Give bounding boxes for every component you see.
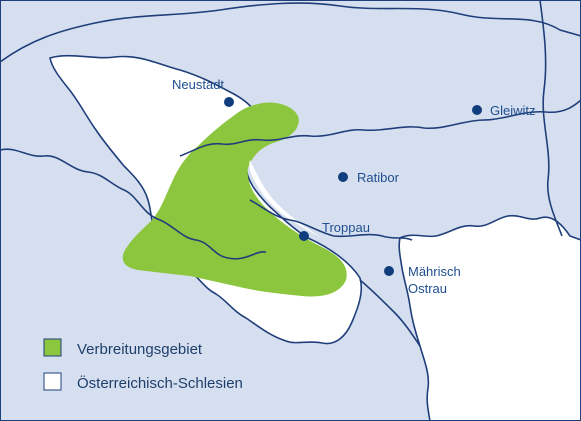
city-label-line1: Mährisch (408, 264, 461, 279)
city-neustadt[interactable]: Neustadt (172, 77, 234, 107)
city-label: Troppau (322, 220, 370, 235)
border-top-curve (0, 2, 581, 63)
city-dot (472, 105, 482, 115)
border-south-teschen (359, 279, 421, 347)
city-dot (224, 97, 234, 107)
city-gleiwitz[interactable]: Gleiwitz (472, 103, 536, 118)
border-oder-upper (179, 99, 581, 157)
city-label: Ratibor (357, 170, 400, 185)
river-lines (0, 0, 581, 347)
border-east-vertical (539, 0, 563, 237)
border-oppa-river (249, 199, 413, 241)
legend-item-austrian-silesia: Österreichisch-Schlesien (43, 372, 243, 392)
legend-item-distribution-area: Verbreitungsgebiet (43, 338, 203, 358)
city-label-line2: Ostrau (408, 281, 447, 296)
distribution-area (122, 102, 347, 297)
legend: Verbreitungsgebiet Österreichisch-Schles… (43, 338, 243, 392)
legend-swatch-green (43, 338, 62, 357)
city-dot (299, 231, 309, 241)
city-troppau[interactable]: Troppau (299, 220, 370, 241)
city-label: Gleiwitz (490, 103, 536, 118)
city-ratibor[interactable]: Ratibor (338, 170, 400, 185)
border-river-west (0, 148, 267, 260)
city-dot (338, 172, 348, 182)
city-label: Neustadt (172, 77, 224, 92)
austrian-silesia-east-region (398, 214, 581, 421)
cities-layer: Neustadt Gleiwitz Ratibor Troppau Mähris… (172, 77, 536, 296)
city-dot (384, 266, 394, 276)
city-maehrisch-ostrau[interactable]: Mährisch Ostrau (384, 264, 461, 296)
legend-label: Österreichisch-Schlesien (77, 374, 243, 392)
legend-swatch-white (43, 372, 62, 391)
legend-label: Verbreitungsgebiet (77, 341, 203, 358)
